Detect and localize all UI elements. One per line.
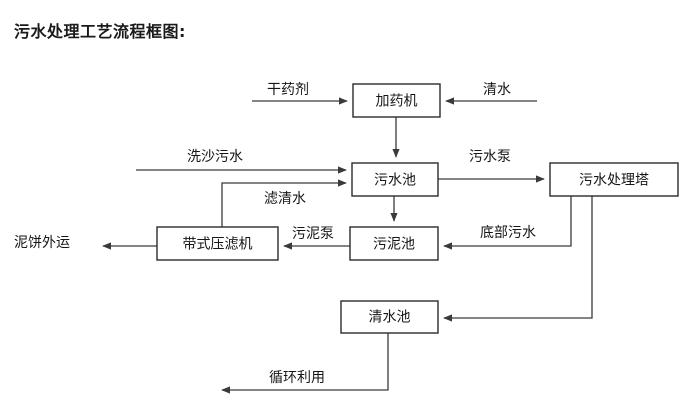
- edge-label-sewage-pump: 污水泵: [469, 149, 511, 165]
- edge-label-sludge-pump: 污泥泵: [292, 226, 334, 242]
- node-dosing-machine-label: 加药机: [376, 94, 418, 110]
- edge-label-bottom-sewage: 底部污水: [480, 225, 536, 241]
- node-treatment-tower-label: 污水处理塔: [579, 173, 649, 189]
- node-dosing-machine[interactable]: 加药机: [352, 83, 441, 118]
- node-sewage-pool-label: 污水池: [374, 173, 416, 189]
- edge-clearpool-to-recycle: [221, 333, 389, 394]
- terminal-label-mud-cake-out: 泥饼外运: [14, 235, 70, 251]
- edge-label-filtered-water: 滤清水: [264, 191, 306, 207]
- node-sludge-pool[interactable]: 污泥池: [349, 226, 439, 261]
- edge-label-clean-water: 清水: [483, 82, 511, 98]
- edge-label-dry-agent: 干药剂: [267, 82, 309, 98]
- node-belt-filter-press[interactable]: 带式压滤机: [156, 226, 279, 261]
- node-belt-filter-press-label: 带式压滤机: [183, 237, 253, 253]
- node-clear-water-pool-label: 清水池: [369, 310, 411, 326]
- edge-tower-to-sludge: [443, 196, 572, 250]
- node-treatment-tower[interactable]: 污水处理塔: [549, 162, 679, 197]
- node-sewage-pool[interactable]: 污水池: [351, 162, 439, 197]
- edge-label-recycle-use: 循环利用: [269, 370, 325, 386]
- edge-label-sand-wash-sewage: 洗沙污水: [187, 149, 243, 165]
- page-title: 污水处理工艺流程框图:: [14, 22, 186, 41]
- edge-tower-to-clearpool: [443, 196, 593, 322]
- node-sludge-pool-label: 污泥池: [373, 237, 415, 253]
- node-clear-water-pool[interactable]: 清水池: [340, 300, 439, 334]
- edge-filtered-water-to-sewage: [221, 179, 347, 227]
